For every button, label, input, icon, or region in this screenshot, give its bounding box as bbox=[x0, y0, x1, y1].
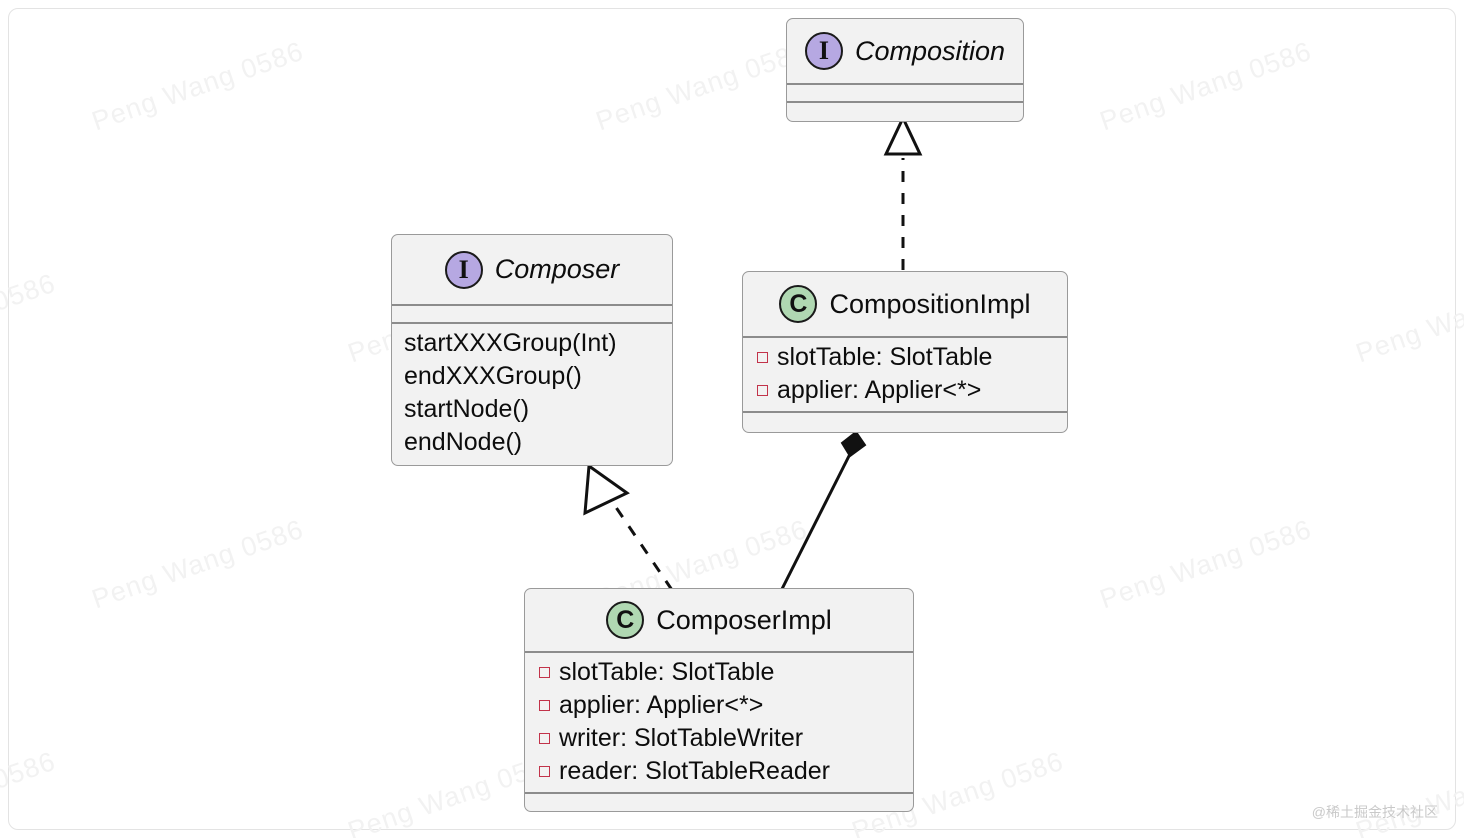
methods-compartment bbox=[787, 101, 1023, 119]
private-visibility-icon bbox=[539, 766, 550, 777]
method-row: endNode() bbox=[392, 426, 672, 459]
method-row: endXXXGroup() bbox=[392, 360, 672, 393]
class-box-composer-impl[interactable]: C ComposerImpl slotTable: SlotTable appl… bbox=[524, 588, 914, 812]
field-label: applier: Applier<*> bbox=[559, 691, 764, 719]
method-row: startNode() bbox=[392, 393, 672, 426]
watermark-text: Peng Wang 0586 bbox=[1352, 268, 1464, 369]
site-credit: @稀土掘金技术社区 bbox=[1311, 804, 1438, 820]
class-name: Composition bbox=[854, 35, 1006, 66]
class-icon: C bbox=[606, 601, 645, 639]
class-box-composer[interactable]: I Composer startXXXGroup(Int) endXXXGrou… bbox=[391, 234, 673, 466]
field-row: reader: SlotTableReader bbox=[525, 755, 913, 788]
methods-compartment bbox=[525, 792, 913, 810]
class-name: CompositionImpl bbox=[829, 288, 1031, 319]
hollow-triangle-arrowhead bbox=[583, 463, 630, 516]
fields-compartment: slotTable: SlotTable applier: Applier<*>… bbox=[525, 651, 913, 792]
method-row: startXXXGroup(Int) bbox=[392, 327, 672, 360]
field-label: writer: SlotTableWriter bbox=[559, 724, 804, 752]
class-icon: C bbox=[779, 285, 818, 323]
watermark-text: Peng Wang 0586 bbox=[592, 35, 812, 137]
edge-realization-composition bbox=[883, 114, 923, 270]
edge-realization-composer bbox=[583, 463, 674, 591]
class-box-title: C CompositionImpl bbox=[743, 272, 1067, 336]
composition-line bbox=[780, 451, 853, 590]
watermark-text: Peng Wang 0586 bbox=[88, 513, 308, 615]
class-name: Composer bbox=[494, 254, 620, 284]
private-visibility-icon bbox=[539, 667, 550, 678]
private-visibility-icon bbox=[757, 352, 768, 363]
watermark-text: Peng Wang 0586 bbox=[88, 35, 308, 137]
watermark-text: Peng Wang 0586 bbox=[1096, 35, 1316, 137]
private-visibility-icon bbox=[539, 700, 550, 711]
watermark-text: Peng Wang 0586 bbox=[0, 267, 60, 369]
watermark-text: Peng Wang 0586 bbox=[1096, 513, 1316, 615]
method-label: startNode() bbox=[404, 395, 530, 423]
field-label: slotTable: SlotTable bbox=[777, 343, 993, 371]
method-label: endNode() bbox=[404, 428, 523, 456]
fields-compartment bbox=[787, 83, 1023, 101]
private-visibility-icon bbox=[539, 733, 550, 744]
hollow-triangle-arrowhead bbox=[883, 114, 923, 156]
interface-icon: I bbox=[444, 250, 483, 289]
field-label: slotTable: SlotTable bbox=[559, 658, 775, 686]
method-label: startXXXGroup(Int) bbox=[404, 329, 617, 357]
fields-compartment: slotTable: SlotTable applier: Applier<*> bbox=[743, 336, 1067, 411]
class-box-title: C ComposerImpl bbox=[525, 589, 913, 651]
watermark-text: Peng Wang 0586 bbox=[0, 745, 60, 838]
realization-line-composer bbox=[607, 496, 674, 591]
fields-compartment bbox=[392, 304, 672, 322]
filled-diamond-arrowhead bbox=[840, 430, 867, 458]
class-box-composition[interactable]: I Composition bbox=[786, 18, 1024, 122]
class-box-composition-impl[interactable]: C CompositionImpl slotTable: SlotTable a… bbox=[742, 271, 1068, 433]
field-row: applier: Applier<*> bbox=[743, 374, 1067, 407]
private-visibility-icon bbox=[757, 385, 768, 396]
field-row: slotTable: SlotTable bbox=[743, 341, 1067, 374]
field-row: slotTable: SlotTable bbox=[525, 656, 913, 689]
interface-icon: I bbox=[804, 32, 843, 70]
methods-compartment: startXXXGroup(Int) endXXXGroup() startNo… bbox=[392, 322, 672, 463]
field-row: applier: Applier<*> bbox=[525, 689, 913, 722]
class-name: ComposerImpl bbox=[656, 604, 832, 635]
class-box-title: I Composition bbox=[787, 19, 1023, 83]
methods-compartment bbox=[743, 411, 1067, 429]
watermark-text: Peng Wang 0586 bbox=[1352, 746, 1464, 838]
field-row: writer: SlotTableWriter bbox=[525, 722, 913, 755]
field-label: reader: SlotTableReader bbox=[559, 757, 830, 785]
class-box-title: I Composer bbox=[392, 235, 672, 304]
field-label: applier: Applier<*> bbox=[777, 376, 982, 404]
edge-composition-aggregation bbox=[780, 430, 867, 590]
method-label: endXXXGroup() bbox=[404, 362, 582, 390]
